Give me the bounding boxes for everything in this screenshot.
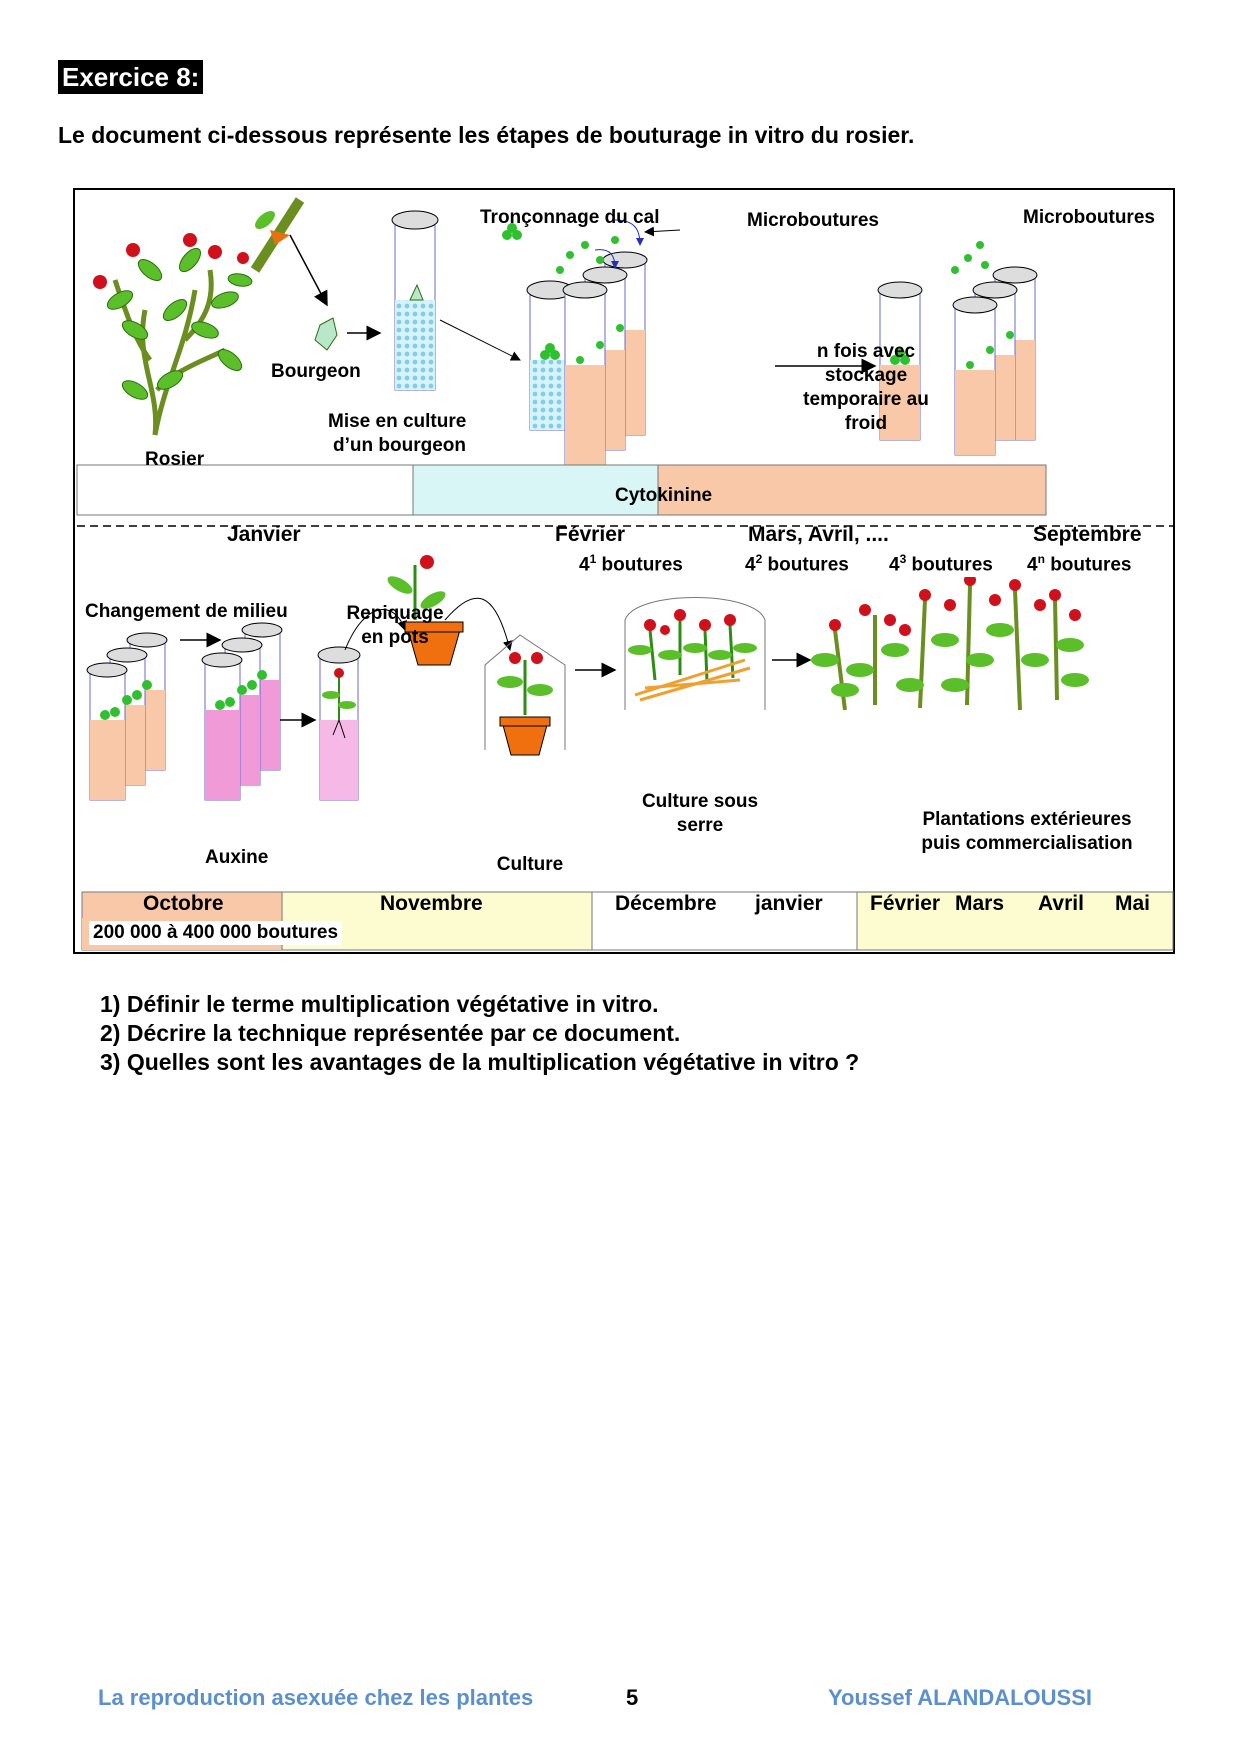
label-microboutures-1: Microboutures bbox=[747, 210, 879, 231]
label-repiquage-2: en pots bbox=[361, 627, 429, 648]
label-n-fois-2: stockage bbox=[824, 365, 908, 386]
label-n-fois-4: froid bbox=[844, 413, 888, 434]
timeline-decembre: Décembre bbox=[615, 892, 717, 915]
culture-tube-initial-icon bbox=[391, 210, 439, 391]
footer-page-number: 5 bbox=[626, 1685, 639, 1710]
label-plantations-1: Plantations extérieures bbox=[922, 809, 1132, 830]
label-mise-en-culture-1: Mise en culture bbox=[328, 411, 467, 432]
rose-plant-icon bbox=[93, 233, 253, 436]
label-repiquage-1: Repiquage bbox=[346, 603, 444, 624]
timeline-novembre: Novembre bbox=[380, 892, 483, 915]
greenhouse-plants-icon bbox=[624, 597, 766, 710]
question-3: 3) Quelles sont les avantages de la mult… bbox=[100, 1049, 860, 1075]
timeline-mai: Mai bbox=[1115, 892, 1151, 915]
label-auxine: Auxine bbox=[205, 847, 269, 868]
label-culture: Culture bbox=[496, 854, 564, 875]
potted-plant-icon bbox=[387, 555, 464, 666]
timeline-mars-avril: Mars, Avril, .... bbox=[748, 523, 889, 546]
stem-cutting-icon bbox=[250, 197, 305, 273]
timeline-janvier: Janvier bbox=[227, 523, 301, 546]
footer-author: Youssef ALANDALOUSSI bbox=[828, 1685, 1093, 1710]
figure-illustration bbox=[76, 197, 1174, 951]
timeline-septembre: Septembre bbox=[1033, 523, 1142, 546]
timeline-avril: Avril bbox=[1038, 892, 1084, 915]
field-plants-icon bbox=[811, 574, 1089, 711]
label-culture-serre-2: serre bbox=[676, 815, 724, 836]
timeline-fevrier-2: Février bbox=[870, 892, 941, 915]
questions-list: 1) Définir le terme multiplication végét… bbox=[100, 990, 859, 1077]
cytokinine-tubes-icon bbox=[556, 219, 648, 466]
question-1: 1) Définir le terme multiplication végét… bbox=[100, 991, 659, 1017]
callus-tube-icon bbox=[502, 223, 574, 431]
count-4-1: 41 boutures bbox=[575, 547, 687, 578]
timeline-mars: Mars bbox=[955, 892, 1005, 915]
count-4-n: 4n boutures bbox=[1023, 547, 1136, 578]
intro-text: Le document ci-dessous représente les ét… bbox=[58, 122, 915, 148]
timeline-janvier-2: janvier bbox=[755, 892, 823, 915]
question-2: 2) Décrire la technique représentée par … bbox=[100, 1020, 681, 1046]
label-n-fois-3: temporaire au bbox=[803, 389, 929, 410]
timeline-octobre: Octobre bbox=[143, 892, 224, 915]
timeline-fevrier: Février bbox=[555, 523, 626, 546]
mini-greenhouse-icon bbox=[484, 634, 566, 756]
figure-bouturage: Rosier Bourgeon Mise en culture d’un bou… bbox=[73, 188, 1175, 954]
label-rosier: Rosier bbox=[145, 449, 205, 470]
exercise-title: Exercice 8: bbox=[58, 60, 204, 94]
label-microboutures-2: Microboutures bbox=[1023, 207, 1155, 228]
footer-chapter: La reproduction asexuée chez les plantes bbox=[98, 1685, 534, 1710]
label-tronconnage: Tronçonnage du cal bbox=[480, 207, 660, 228]
count-4-3: 43 boutures bbox=[885, 547, 997, 578]
medium-change-tubes-icon bbox=[86, 622, 283, 801]
bud-icon bbox=[314, 317, 338, 351]
label-changement-milieu: Changement de milieu bbox=[85, 601, 288, 622]
count-200000: 200 000 à 400 000 boutures bbox=[89, 921, 343, 945]
label-culture-serre-1: Culture sous bbox=[641, 791, 759, 812]
label-bourgeon: Bourgeon bbox=[271, 361, 361, 382]
microcutting-tubes-icon bbox=[877, 241, 1038, 456]
label-mise-en-culture-2: d’un bourgeon bbox=[333, 435, 466, 456]
label-cytokinine: Cytokinine bbox=[615, 485, 713, 506]
label-plantations-2: puis commercialisation bbox=[921, 833, 1133, 854]
rooting-tube-icon bbox=[317, 646, 361, 801]
label-n-fois-1: n fois avec bbox=[816, 341, 916, 362]
count-4-2: 42 boutures bbox=[741, 547, 853, 578]
